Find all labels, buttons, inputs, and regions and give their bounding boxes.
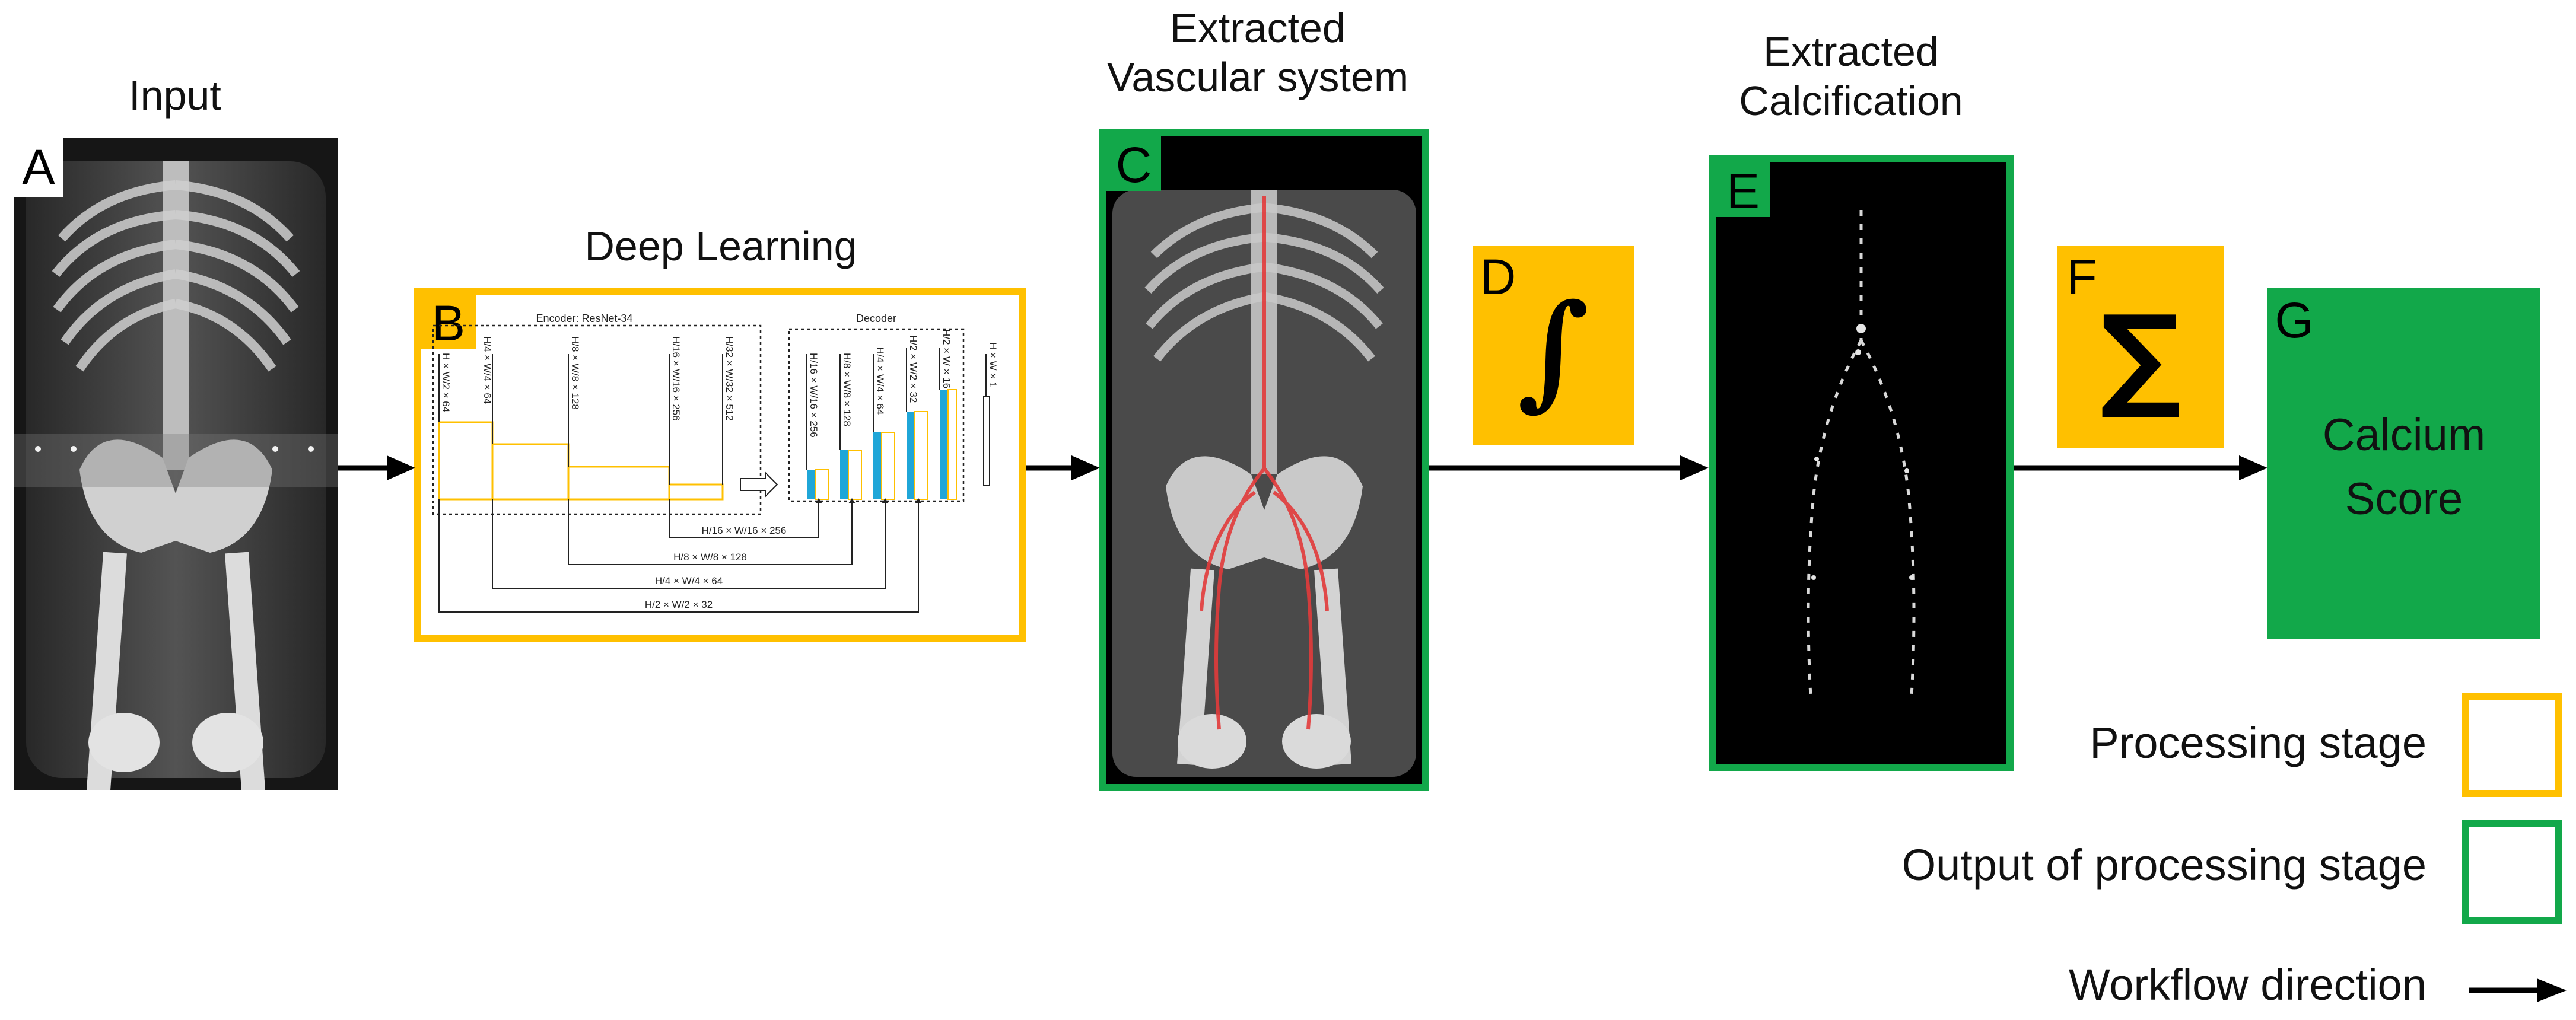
- legend-output-swatch: [2462, 820, 2562, 924]
- encoder-dim-2: H/4 × W/4 × 64: [482, 336, 493, 404]
- panel-b-label: B: [421, 295, 476, 349]
- decoder-dim-3: H/4 × W/4 × 64: [874, 347, 886, 415]
- panel-g-calcium-score: G Calcium Score: [2267, 288, 2540, 639]
- sigma-icon: ∑: [2100, 291, 2181, 422]
- calcification-scan-image: [1807, 210, 1916, 697]
- arrow-b-to-c-head: [1071, 455, 1100, 480]
- skip-label-4: H/2 × W/2 × 32: [645, 599, 713, 610]
- decoder-dim-5: H/2 × W × 16: [941, 329, 952, 388]
- vascular-scan-image: [1112, 190, 1416, 777]
- panel-f-summation: F ∑: [2057, 246, 2224, 448]
- encoder-dim-4: H/16 × W/16 × 256: [670, 336, 682, 421]
- legend-workflow-label: Workflow direction: [2068, 960, 2426, 1009]
- decoder-dim-1: H/16 × W/16 × 256: [808, 353, 819, 438]
- title-vascular-line-2: Vascular system: [1106, 53, 1409, 100]
- title-vascular-system: Extracted Vascular system: [1026, 4, 1489, 101]
- title-calcification-line-2: Calcification: [1739, 77, 1963, 124]
- panel-c-vascular-system: C: [1099, 129, 1429, 791]
- title-calcification: Extracted Calcification: [1626, 27, 2076, 125]
- arrow-a-to-b-head: [387, 455, 415, 480]
- calcium-score-line-1: Calcium: [2322, 410, 2486, 460]
- title-vascular-line-1: Extracted: [1170, 5, 1346, 51]
- decoder-dim-2: H/8 × W/8 × 128: [841, 353, 853, 426]
- integral-icon: ∫: [1517, 276, 1589, 423]
- legend-processing-swatch: [2462, 693, 2562, 797]
- decoder-label: Decoder: [856, 313, 896, 324]
- arrow-e-to-g-head: [2239, 455, 2267, 480]
- arrow-c-to-e-head: [1680, 455, 1709, 480]
- panel-a-label: A: [14, 138, 63, 197]
- input-scan-image: [14, 161, 338, 790]
- panel-b-deep-learning: B Encoder: ResNet-34 Decoder: [414, 288, 1026, 642]
- encoder-dim-3: H/8 × W/8 × 128: [570, 336, 581, 410]
- panel-a-input-scan: A: [14, 138, 338, 790]
- title-calcification-line-1: Extracted: [1763, 28, 1939, 75]
- title-input: Input: [129, 72, 221, 119]
- calcium-score-text: Calcium Score: [2267, 403, 2540, 531]
- encoder-label: Encoder: ResNet-34: [536, 313, 632, 324]
- legend-workflow-arrow-icon: [2469, 978, 2567, 1002]
- decoder-dim-6: H × W × 1: [987, 342, 998, 388]
- skip-label-3: H/4 × W/4 × 64: [655, 575, 723, 586]
- legend-output-label: Output of processing stage: [1901, 840, 2426, 890]
- title-deep-learning: Deep Learning: [584, 223, 857, 269]
- decoder-dim-4: H/2 × W/2 × 32: [908, 335, 919, 403]
- encoder-dim-5: H/32 × W/32 × 512: [724, 336, 735, 421]
- legend-processing-label: Processing stage: [2090, 718, 2426, 767]
- calcium-score-line-2: Score: [2345, 473, 2463, 524]
- network-architecture: Encoder: ResNet-34 Decoder H × W/2: [432, 313, 998, 613]
- encoder-dim-1: H × W/2 × 64: [440, 353, 451, 412]
- panel-d-integration: D ∫: [1473, 246, 1634, 445]
- skip-label-2: H/8 × W/8 × 128: [673, 552, 747, 563]
- panel-e-label: E: [1716, 162, 1770, 217]
- panel-e-calcification: E: [1709, 155, 2014, 771]
- panel-c-label: C: [1106, 136, 1161, 191]
- skip-label-1: H/16 × W/16 × 256: [702, 525, 787, 536]
